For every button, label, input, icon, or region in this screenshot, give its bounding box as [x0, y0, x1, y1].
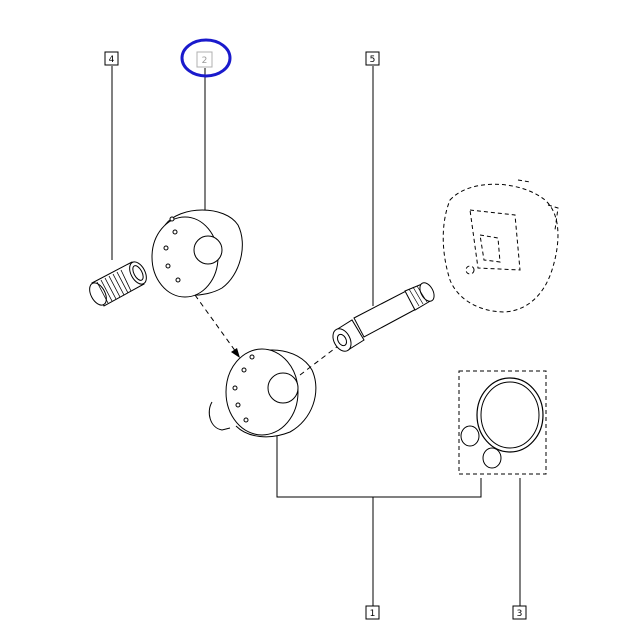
callout-label-5: 5 [370, 55, 376, 65]
cap-part-2 [151, 209, 243, 298]
assembly-arrow [194, 294, 240, 358]
callout-2: 2 [196, 51, 213, 68]
shaft-alignment-line [299, 345, 339, 376]
callout-5: 5 [365, 51, 380, 66]
seal-kit-part-3 [458, 370, 547, 475]
leader-lines [111, 66, 521, 606]
housing-part-1 [208, 348, 317, 438]
callout-label-1: 1 [370, 609, 376, 619]
engine-block-outline [442, 179, 559, 313]
callout-label-2: 2 [202, 56, 208, 66]
threaded-sleeve-part-4 [89, 261, 147, 307]
leader-line-1 [276, 436, 482, 498]
callout-label-3: 3 [517, 609, 523, 619]
hollow-shaft-part-5 [332, 282, 435, 352]
small-o-ring-2 [482, 447, 502, 469]
callout-label-4: 4 [109, 55, 115, 65]
small-o-ring-1 [460, 425, 480, 447]
highlight-circle [180, 38, 232, 78]
callout-4: 4 [104, 51, 119, 66]
large-o-ring [476, 377, 544, 453]
callout-3: 3 [512, 605, 527, 620]
callout-1: 1 [365, 605, 380, 620]
